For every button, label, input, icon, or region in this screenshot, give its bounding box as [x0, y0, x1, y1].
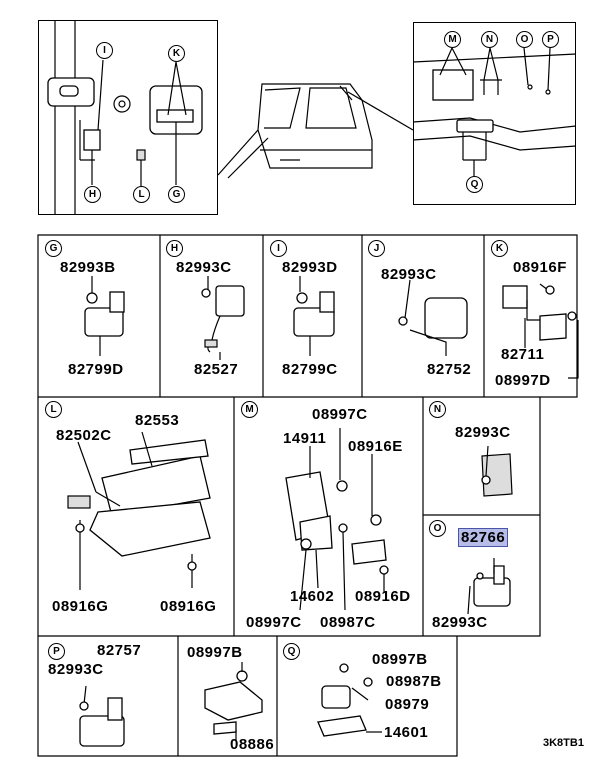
- part-number[interactable]: 82993C: [455, 424, 511, 441]
- panel-H-letter: H: [166, 240, 183, 257]
- part-number[interactable]: 14602: [290, 588, 335, 605]
- callout-P[interactable]: P: [542, 31, 559, 48]
- part-number[interactable]: 82527: [194, 361, 239, 378]
- part-number[interactable]: 82993C: [176, 259, 232, 276]
- overview-left-panel: [38, 20, 218, 215]
- panel-M-letter: M: [241, 401, 258, 418]
- panel-J-letter: J: [368, 240, 385, 257]
- highlighted-part-number[interactable]: 82766: [458, 528, 509, 547]
- callout-N[interactable]: N: [481, 31, 498, 48]
- part-number[interactable]: 82757: [97, 642, 142, 659]
- part-number[interactable]: 08916G: [160, 598, 217, 615]
- part-number[interactable]: 08916G: [52, 598, 109, 615]
- part-number[interactable]: 82799D: [68, 361, 124, 378]
- part-number[interactable]: 82993B: [60, 259, 116, 276]
- panel-P-letter: P: [48, 643, 65, 660]
- part-number[interactable]: 08997C: [312, 406, 368, 423]
- part-number[interactable]: 82502C: [56, 427, 112, 444]
- part-number[interactable]: 08979: [385, 696, 430, 713]
- panel-L-letter: L: [45, 401, 62, 418]
- part-number[interactable]: 14911: [283, 430, 327, 447]
- part-number[interactable]: 82752: [427, 361, 472, 378]
- part-number[interactable]: 08916F: [513, 259, 567, 276]
- part-number[interactable]: 08886: [230, 736, 275, 753]
- callout-I[interactable]: I: [96, 42, 113, 59]
- part-number[interactable]: 08997B: [372, 651, 428, 668]
- part-number[interactable]: 14601: [384, 724, 429, 741]
- panel-N-letter: N: [429, 401, 446, 418]
- part-number[interactable]: 08916D: [355, 588, 411, 605]
- part-number[interactable]: 08916E: [348, 438, 403, 455]
- part-number[interactable]: 08997C: [246, 614, 302, 631]
- panel-I-letter: I: [270, 240, 287, 257]
- part-number[interactable]: 08997D: [495, 372, 551, 389]
- part-number[interactable]: 82993C: [381, 266, 437, 283]
- part-number[interactable]: 82993D: [282, 259, 338, 276]
- part-number[interactable]: 82993C: [432, 614, 488, 631]
- part-number[interactable]: 82711: [501, 346, 545, 363]
- part-number[interactable]: 08987B: [386, 673, 442, 690]
- callout-K[interactable]: K: [168, 45, 185, 62]
- part-number[interactable]: 82993C: [48, 661, 104, 678]
- callout-G[interactable]: G: [168, 186, 185, 203]
- part-number[interactable]: 82799C: [282, 361, 338, 378]
- panel-Q-letter: Q: [283, 643, 300, 660]
- overview-right-panel: [413, 22, 576, 205]
- part-number[interactable]: 08997B: [187, 644, 243, 661]
- callout-H[interactable]: H: [84, 186, 101, 203]
- panel-K-letter: K: [491, 240, 508, 257]
- callout-O[interactable]: O: [516, 31, 533, 48]
- callout-L[interactable]: L: [133, 186, 150, 203]
- panel-O-letter: O: [429, 520, 446, 537]
- diagram-code: 3K8TB1: [543, 737, 584, 749]
- part-number[interactable]: 08987C: [320, 614, 376, 631]
- panel-G-letter: G: [45, 240, 62, 257]
- callout-Q[interactable]: Q: [466, 176, 483, 193]
- callout-M[interactable]: M: [444, 31, 461, 48]
- part-number[interactable]: 82553: [135, 412, 180, 429]
